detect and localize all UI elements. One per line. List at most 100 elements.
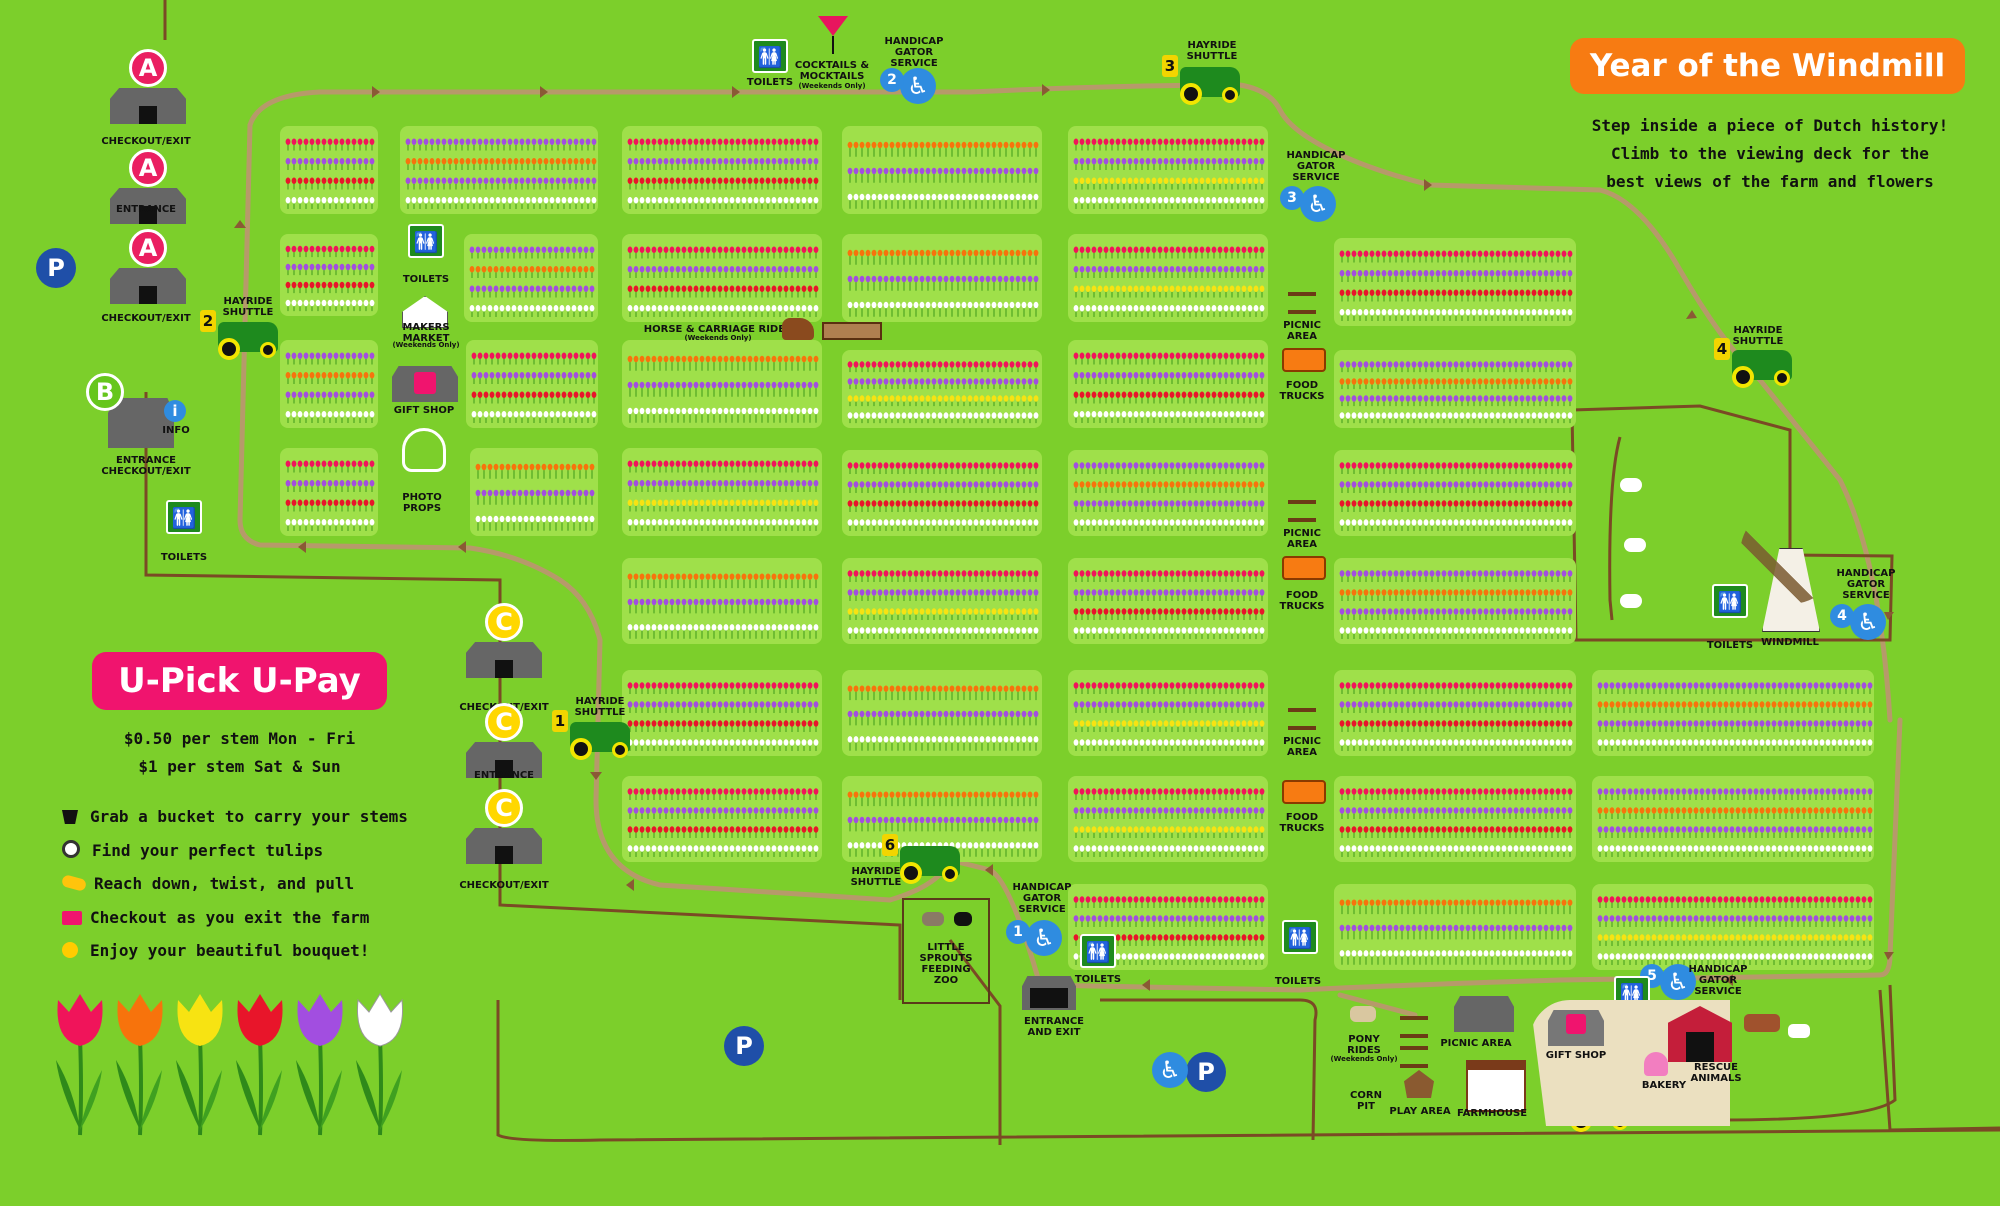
horse-rides-label: HORSE & CARRIAGE RIDES [643, 324, 793, 335]
tulip-field [280, 340, 378, 428]
toilet-icon[interactable]: 🚻 [166, 500, 202, 534]
toilet-icon[interactable]: 🚻 [1282, 920, 1318, 954]
tulip-field [1068, 450, 1268, 536]
picnic-label: PICNIC AREA [1283, 320, 1321, 342]
cupcake-icon [1644, 1052, 1668, 1076]
tractor-wheel [1222, 87, 1238, 103]
station-a-badge[interactable]: A [129, 229, 167, 267]
picnic-table-icon [1288, 500, 1316, 522]
rescue-animals-label: RESCUE ANIMALS [1690, 1062, 1742, 1084]
wheelchair-icon[interactable]: ♿ [900, 68, 936, 104]
toilets-label: TOILETS [1274, 976, 1322, 987]
gator-number: 2 [880, 68, 904, 92]
upick-banner: U-Pick U-Pay [92, 652, 387, 710]
gift-shop-label: GIFT SHOP [1545, 1050, 1607, 1061]
food-truck-icon [1282, 780, 1326, 804]
gator-number: 3 [1280, 186, 1304, 210]
shirt-icon [1566, 1014, 1586, 1034]
station-a-badge[interactable]: A [129, 49, 167, 87]
toilets-label: TOILETS [160, 552, 208, 563]
intro-line: Step inside a piece of Dutch history! [1591, 116, 1949, 135]
food-truck-icon [1282, 556, 1326, 580]
tulip-field [466, 340, 598, 428]
wheelchair-icon[interactable]: ♿ [1026, 920, 1062, 956]
picnic-label: PICNIC AREA [1283, 736, 1321, 758]
tulip-field [842, 234, 1042, 322]
gator-number: 1 [1006, 920, 1030, 944]
toilets-label: TOILETS [746, 77, 794, 88]
toilet-icon[interactable]: 🚻 [752, 39, 788, 73]
parking-sign[interactable]: P [724, 1026, 764, 1066]
upick-prices: $0.50 per stem Mon - Fri $1 per stem Sat… [92, 725, 387, 781]
station-label: ENTRANCE [474, 770, 534, 781]
tulip-field [1334, 776, 1576, 862]
parking-sign[interactable]: P [36, 248, 76, 288]
pony-rides-label: PONY RIDES [1347, 1034, 1381, 1056]
station-b-badge[interactable]: B [86, 373, 124, 411]
upick-title: U-Pick U-Pay [118, 661, 361, 701]
wheelchair-icon[interactable]: ♿ [1300, 186, 1336, 222]
toilet-icon[interactable]: 🚻 [1712, 584, 1748, 618]
tulip-field [280, 448, 378, 536]
farmhouse-label: FARMHOUSE [1456, 1108, 1528, 1119]
sheep-icon [1624, 538, 1646, 552]
picnic-area-label: PICNIC AREA [1440, 1038, 1512, 1049]
shuttle-number: 3 [1162, 55, 1178, 77]
tractor-wheel [218, 338, 240, 360]
food-trucks-label: FOOD TRUCKS [1279, 590, 1325, 612]
station-c-badge[interactable]: C [485, 703, 523, 741]
info-label: INFO [162, 425, 190, 436]
shirt-icon [414, 372, 436, 394]
toilet-icon[interactable]: 🚻 [1080, 934, 1116, 968]
magnifier-icon [62, 839, 80, 858]
shuttle-label: HAYRIDE SHUTTLE [850, 866, 902, 888]
tulip-field [464, 234, 598, 322]
tulip-head [117, 994, 163, 1046]
parking-sign[interactable]: P [1186, 1052, 1226, 1092]
farmhouse-icon[interactable] [1466, 1060, 1526, 1112]
feeding-zoo-label: LITTLE SPROUTS FEEDING ZOO [919, 942, 973, 986]
tulip-field [400, 126, 598, 214]
toilet-icon[interactable]: 🚻 [408, 224, 444, 258]
intro-line: Climb to the viewing deck for the [1611, 144, 1929, 163]
accessible-parking-icon[interactable]: ♿ [1152, 1052, 1188, 1088]
makers-market-label: MAKERS MARKET [402, 322, 450, 344]
step-checkout: Checkout as you exit the farm [62, 901, 462, 935]
wheelchair-icon[interactable]: ♿ [1660, 964, 1696, 1000]
tulip-field [842, 126, 1042, 214]
tulip-head [297, 994, 343, 1046]
tulip-head [57, 994, 103, 1046]
info-icon[interactable]: i [164, 400, 186, 422]
station-c-badge[interactable]: C [485, 789, 523, 827]
station-door [495, 760, 513, 778]
feeding-zoo-pen[interactable] [902, 898, 990, 1004]
wheelchair-icon[interactable]: ♿ [1850, 604, 1886, 640]
gift-shop-label: GIFT SHOP [393, 405, 455, 416]
tulip-field [1068, 126, 1268, 214]
tulip-field [842, 558, 1042, 644]
weekends-only-label: (Weekends Only) [392, 341, 460, 349]
station-door [139, 286, 157, 304]
station-label: ENTRANCE CHECKOUT/EXIT [101, 455, 191, 477]
tulip-field [1334, 238, 1576, 326]
picnic-table-icon [1288, 292, 1316, 314]
cow-icon [1744, 1014, 1780, 1032]
station-door [495, 660, 513, 678]
shuttle-label: HAYRIDE SHUTTLE [1186, 40, 1238, 62]
cocktail-stem [832, 36, 834, 54]
station-label: ENTRANCE [116, 204, 176, 215]
tractor-wheel [1180, 83, 1202, 105]
station-c-badge[interactable]: C [485, 603, 523, 641]
gator-label: HANDICAP GATOR SERVICE [1688, 964, 1748, 997]
price-weekend: $1 per stem Sat & Sun [138, 757, 341, 776]
gator-label: HANDICAP GATOR SERVICE [1012, 882, 1072, 915]
goat-icon [1788, 1024, 1810, 1038]
bucket-icon [62, 810, 78, 824]
step-pull: Reach down, twist, and pull [60, 867, 462, 901]
weekends-only-label: (Weekends Only) [684, 334, 752, 342]
sheep-icon [1620, 594, 1642, 608]
photo-props-label: PHOTO PROPS [402, 492, 442, 514]
station-a-badge[interactable]: A [129, 149, 167, 187]
tulip-head [177, 994, 223, 1046]
